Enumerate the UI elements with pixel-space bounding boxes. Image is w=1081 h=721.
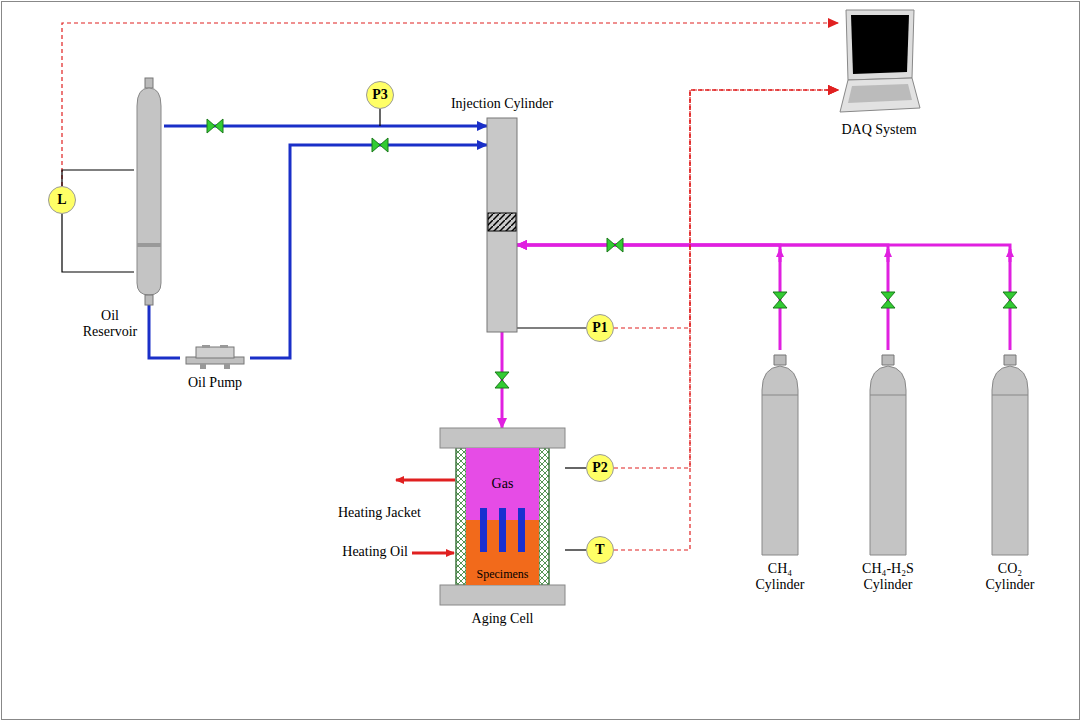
pipe-connector <box>614 90 838 550</box>
node-label: CO₂ Cylinder <box>973 561 1047 593</box>
heating-oil-label: Heating Oil <box>342 544 408 560</box>
pipe-connector <box>565 549 586 550</box>
aging-cell: Aging CellGasSpecimens <box>440 428 565 605</box>
pipe-connector <box>62 23 838 186</box>
jacket-label: Heating Jacket <box>338 505 421 521</box>
temperature-sensor: T <box>586 536 614 564</box>
daq-laptop-shape <box>838 8 920 116</box>
pipe-connector <box>614 90 838 468</box>
valve-symbol <box>607 238 623 252</box>
riser-arrow <box>779 249 782 262</box>
gas-cylinder: CO₂ Cylinder <box>990 350 1030 555</box>
node-label: CH₄ Cylinder <box>743 561 817 593</box>
pipe-connector <box>517 245 888 350</box>
sensor-tag: T <box>595 542 604 558</box>
daq-laptop: DAQ System <box>838 8 920 116</box>
gas-cylinder: CH₄ Cylinder <box>760 350 800 555</box>
pipe-connector <box>517 245 1010 350</box>
pipe-connector <box>614 90 838 328</box>
injection-cylinder-shape <box>487 118 517 332</box>
pipe-connector <box>62 170 134 186</box>
node-label: CH₄-H₂S Cylinder <box>851 561 925 593</box>
pipe-connector <box>149 305 180 358</box>
pipe-connector <box>517 245 780 350</box>
gas-outlet-arrow <box>396 479 455 482</box>
sensor-wire <box>62 214 134 272</box>
gas-cylinder-shape <box>990 350 1030 555</box>
valve-symbol <box>1003 292 1017 308</box>
oil-reservoir: Oil Reservoir <box>134 78 164 305</box>
sensor-tap <box>379 109 380 126</box>
injection-cylinder: Injection Cylinder <box>487 118 517 332</box>
node-label: DAQ System <box>841 122 916 138</box>
node-label: Aging Cell <box>472 611 534 627</box>
riser-arrow <box>1009 249 1012 262</box>
gas-cylinder-shape <box>868 350 908 555</box>
valve-symbol <box>773 292 787 308</box>
pressure-sensor: P2 <box>586 454 614 482</box>
oil-pump-shape <box>180 345 250 369</box>
level-sensor: L <box>48 186 76 214</box>
pressure-sensor: P1 <box>586 314 614 342</box>
node-label: Oil Pump <box>188 375 242 391</box>
node-label: Injection Cylinder <box>451 96 553 112</box>
pipe-connector <box>250 145 487 358</box>
riser-arrow <box>887 249 890 262</box>
node-label: Oil Reservoir <box>77 308 143 340</box>
oil-reservoir-shape <box>134 78 164 305</box>
heating-oil-arrow <box>412 552 454 555</box>
pipe-connector <box>517 327 586 328</box>
sensor-tag: P1 <box>592 320 608 336</box>
sensor-tag: L <box>57 192 66 208</box>
oil-pump: Oil Pump <box>180 345 250 369</box>
valve-symbol <box>372 138 388 152</box>
sensor-tag: P2 <box>592 460 608 476</box>
valve-symbol <box>495 372 509 388</box>
valve-symbol <box>881 292 895 308</box>
node-label: Gas <box>492 476 514 492</box>
gas-cylinder-shape <box>760 350 800 555</box>
valve-symbol <box>207 119 223 133</box>
specimen-zone: Specimens <box>466 520 539 585</box>
gas-cylinder: CH₄-H₂S Cylinder <box>868 350 908 555</box>
pressure-sensor: P3 <box>366 81 394 109</box>
pipe-connector <box>565 467 586 468</box>
sensor-tag: P3 <box>372 87 388 103</box>
node-label: Specimens <box>477 568 529 582</box>
